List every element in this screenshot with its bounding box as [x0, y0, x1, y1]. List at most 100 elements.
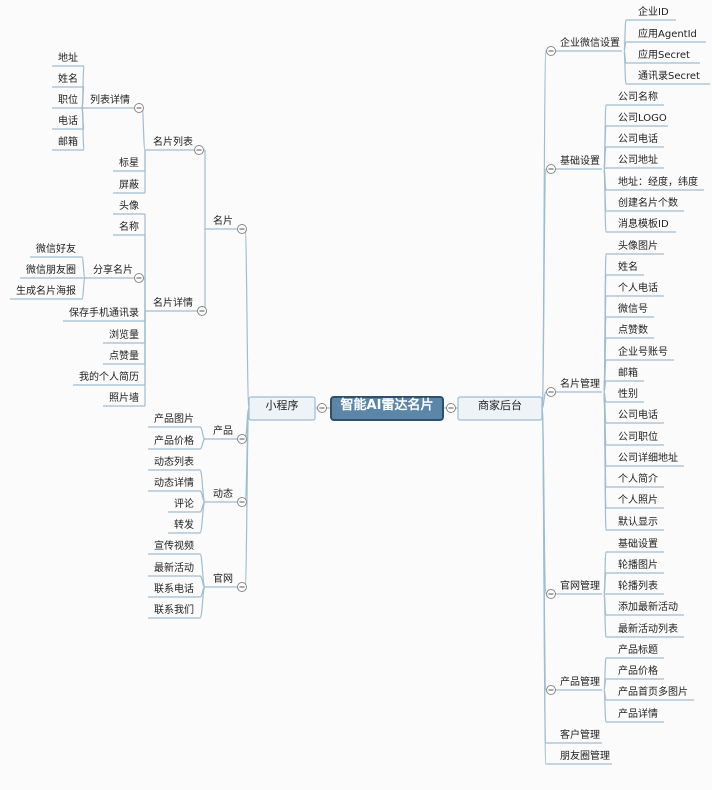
dynamic-toggle[interactable] — [237, 497, 247, 507]
card-mgmt-toggle[interactable] — [546, 387, 556, 397]
wecom-item: 应用Secret — [638, 48, 690, 61]
share-card-item: 微信朋友圈 — [26, 263, 76, 276]
wecom-label: 企业微信设置 — [560, 36, 620, 49]
product-item: 产品价格 — [154, 434, 194, 447]
basic-item: 公司地址 — [618, 153, 658, 166]
product-mgmt-label: 产品管理 — [560, 675, 600, 688]
basic-item: 消息模板ID — [618, 217, 669, 230]
website-mgmt-item: 轮播图片 — [618, 558, 658, 571]
card-mgmt-item: 头像图片 — [618, 239, 658, 252]
card-list-label: 名片列表 — [153, 135, 193, 148]
connector — [541, 407, 547, 765]
share-card-label: 分享名片 — [93, 263, 133, 276]
product-mgmt-toggle[interactable] — [546, 685, 556, 695]
connector — [603, 593, 607, 638]
connector — [244, 228, 250, 409]
dynamic-item: 转发 — [174, 518, 194, 531]
dynamic-item: 动态列表 — [154, 455, 194, 468]
connector — [603, 391, 607, 531]
website-item: 联系电话 — [154, 582, 194, 595]
basic-item: 公司名称 — [618, 90, 658, 103]
list-detail-item: 邮箱 — [58, 135, 78, 148]
card-mgmt-item: 公司电话 — [618, 408, 658, 421]
card-detail-item: 照片墙 — [109, 391, 139, 404]
product-label: 产品 — [213, 424, 233, 437]
mini-program-label: 小程序 — [266, 398, 299, 412]
card-mgmt-item: 公司职位 — [618, 430, 658, 443]
card-mgmt-item: 邮箱 — [618, 366, 638, 379]
list-detail-item: 职位 — [58, 93, 78, 106]
card-mgmt-item: 默认显示 — [618, 515, 658, 528]
card-list-toggle[interactable] — [194, 145, 204, 155]
mini-program-toggle[interactable] — [317, 403, 327, 413]
root-label: 智能AI雷达名片 — [341, 397, 434, 413]
connector — [81, 86, 85, 109]
connector — [603, 168, 607, 233]
card-mgmt-item: 点赞数 — [618, 323, 648, 336]
card-detail-item: 保存手机通讯录 — [69, 306, 139, 319]
wecom-item: 企业ID — [638, 5, 669, 18]
website-mgmt-item: 最新活动列表 — [618, 622, 678, 635]
connector — [541, 168, 547, 409]
wecom-item: 通讯录Secret — [638, 70, 700, 82]
list-detail-label: 列表详情 — [90, 93, 130, 106]
product-mgmt-item: 产品标题 — [618, 643, 658, 656]
moments-mgmt-label: 朋友圈管理 — [560, 749, 610, 762]
list-detail-item: 电话 — [58, 114, 78, 127]
basic-toggle[interactable] — [546, 164, 556, 174]
share-card-item: 生成名片海报 — [16, 284, 76, 297]
wecom-item: 应用AgentId — [638, 27, 697, 40]
merchant-toggle[interactable] — [446, 403, 456, 413]
dynamic-item: 评论 — [174, 497, 194, 510]
website-mgmt-item: 添加最新活动 — [618, 600, 678, 613]
website-item: 联系我们 — [154, 603, 194, 616]
card-detail-item: 头像 — [119, 200, 139, 212]
mini-program-node[interactable] — [248, 396, 316, 421]
share-card-item: 微信好友 — [36, 242, 76, 255]
dynamic-item: 动态详情 — [154, 476, 194, 489]
website-mgmt-item: 轮播列表 — [618, 579, 658, 592]
connector — [81, 277, 86, 300]
connector — [81, 256, 86, 279]
basic-item: 创建名片个数 — [618, 196, 678, 209]
wecom-toggle[interactable] — [546, 46, 556, 56]
product-toggle[interactable] — [237, 434, 247, 444]
basic-item: 公司电话 — [618, 132, 658, 145]
card-detail-item: 浏览量 — [109, 328, 139, 341]
share-card-toggle[interactable] — [134, 273, 144, 283]
connector — [141, 107, 146, 151]
root-node[interactable] — [330, 396, 444, 421]
card-mgmt-item: 公司详细地址 — [618, 451, 678, 464]
product-item: 产品图片 — [154, 412, 194, 425]
list-detail-item: 地址 — [58, 51, 78, 64]
product-mgmt-item: 产品详情 — [618, 707, 658, 720]
connector — [603, 689, 607, 723]
card-list-item: 标星 — [119, 157, 139, 169]
card-mgmt-item: 个人简介 — [618, 472, 658, 485]
card-detail-toggle[interactable] — [197, 306, 207, 316]
website-toggle[interactable] — [237, 582, 247, 592]
connector — [199, 426, 206, 440]
connector — [623, 50, 627, 85]
connector — [199, 501, 206, 534]
card-list-item: 屏蔽 — [119, 179, 139, 191]
card-toggle[interactable] — [237, 224, 247, 234]
product-mgmt-item: 产品首页多图片 — [618, 685, 688, 698]
connector — [541, 50, 547, 409]
card-mgmt-item: 个人照片 — [618, 493, 658, 506]
card-mgmt-label: 名片管理 — [560, 377, 600, 390]
card-detail-item: 我的个人简历 — [79, 370, 139, 383]
dynamic-label: 动态 — [213, 487, 233, 500]
connector — [603, 572, 607, 595]
card-mgmt-item: 个人电话 — [618, 281, 658, 294]
connector — [199, 586, 206, 619]
merchant-node[interactable] — [457, 396, 543, 421]
card-mgmt-item: 企业号账号 — [618, 345, 668, 358]
website-mgmt-label: 官网管理 — [560, 579, 600, 592]
website-item: 宣传视频 — [154, 539, 194, 552]
customer-mgmt-label: 客户管理 — [560, 728, 600, 741]
website-mgmt-toggle[interactable] — [546, 589, 556, 599]
list-detail-toggle[interactable] — [134, 103, 144, 113]
merchant-label: 商家后台 — [478, 398, 522, 412]
